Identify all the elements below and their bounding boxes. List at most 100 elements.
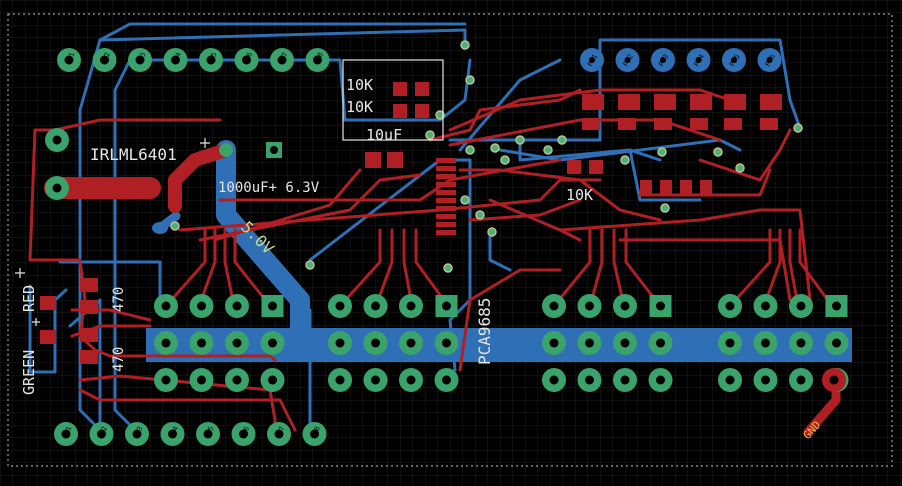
- header-pin: [824, 331, 849, 355]
- header-pin: 2: [89, 422, 114, 446]
- header-pin: [260, 368, 285, 392]
- header-pin-label: 8: [313, 425, 322, 432]
- header-pin: 6: [234, 48, 259, 72]
- silkscreen-outlines: [15, 59, 444, 326]
- header-pin: [718, 331, 742, 355]
- header-pin: [718, 294, 742, 318]
- led-green-label: GREEN: [20, 350, 38, 395]
- header-pin: [328, 331, 352, 355]
- res-mid-label: 10K: [566, 186, 593, 204]
- servo-fanout: [164, 228, 834, 308]
- ps-pad: PS2: [615, 48, 640, 72]
- header-pin: [753, 331, 778, 355]
- header-pin-label: 5: [207, 425, 216, 432]
- led-red-label: RED: [20, 285, 38, 312]
- cap-pad: [152, 222, 168, 234]
- res-470b-label: 470: [111, 347, 127, 372]
- header-pin: [225, 368, 249, 392]
- header-pin: [542, 331, 566, 355]
- chip-label: PCA9685: [475, 298, 494, 365]
- header-pin: [189, 294, 214, 318]
- header-pin-square: [261, 295, 284, 317]
- header-pin-square: [649, 295, 672, 317]
- header-pin: [434, 331, 459, 355]
- header-pin: [154, 368, 178, 392]
- header-pin: 3: [128, 48, 152, 72]
- header-pin: [363, 294, 388, 318]
- header-pin-label: 7: [278, 425, 287, 432]
- header-pin: [542, 294, 566, 318]
- header-pin: [613, 294, 637, 318]
- pca9685-pins: [436, 158, 456, 235]
- header-pin: [542, 368, 566, 392]
- header-pin-label: 1: [68, 51, 77, 58]
- header-pin: [363, 331, 388, 355]
- header-pin: 4: [160, 422, 185, 446]
- header-pin: 7: [267, 422, 291, 446]
- header-pin: [789, 368, 813, 392]
- ps-pad: PS3: [651, 48, 675, 72]
- header-pin: [225, 331, 249, 355]
- header-pin-label: 5: [210, 51, 219, 58]
- header-pin: [154, 294, 178, 318]
- ps-pad: PS5: [722, 48, 746, 72]
- header-pin-label: 3: [136, 425, 145, 432]
- header-pin: [753, 368, 778, 392]
- header-pin: 5: [196, 422, 220, 446]
- ps-pad: PS1: [580, 48, 604, 72]
- header-pin: [577, 294, 602, 318]
- header-pin: 4: [163, 48, 188, 72]
- vias: [170, 40, 803, 273]
- header-pin: 7: [270, 48, 294, 72]
- header-pin: [613, 368, 637, 392]
- header-pin: 8: [305, 48, 330, 72]
- header-pin-label: 6: [245, 51, 254, 58]
- board-outline: [7, 13, 893, 467]
- ps-pad: PS6: [757, 48, 782, 72]
- irlml-label: IRLML6401: [90, 145, 177, 164]
- header-pin: [789, 294, 813, 318]
- ps-pad-row: PS1 PS2 PS3 PS4 PS5 PS6: [580, 48, 782, 72]
- header-pin: [363, 368, 388, 392]
- res-top2-label: 10K: [346, 98, 373, 116]
- header-pin: [613, 331, 637, 355]
- tht-headers: 1 2 3 4 5 6 7 8 1 2 3 4 5 6 7 8: [45, 48, 849, 446]
- header-pin: [328, 368, 352, 392]
- header-pin: [189, 368, 214, 392]
- header-pin: [789, 331, 813, 355]
- header-pin-label: 2: [103, 51, 112, 58]
- ps-pad: PS4: [686, 48, 711, 72]
- header-pin: [45, 128, 69, 152]
- header-pin: [225, 294, 249, 318]
- header-pin: [399, 294, 423, 318]
- header-pin-label: 3: [139, 51, 148, 58]
- header-pin-label: 7: [281, 51, 290, 58]
- header-pin: [577, 331, 602, 355]
- header-pin: 1: [54, 422, 78, 446]
- header-pin-label: 4: [171, 425, 180, 432]
- header-pin: [260, 331, 285, 355]
- header-pin: 3: [125, 422, 149, 446]
- header-pin: [434, 368, 459, 392]
- header-pin: [328, 294, 352, 318]
- header-pin: 5: [199, 48, 223, 72]
- header-pin-label: 1: [65, 425, 74, 432]
- header-pin: [648, 368, 673, 392]
- header-pin-label: 8: [316, 51, 325, 58]
- header-pin-label: 2: [100, 425, 109, 432]
- header-pin: [189, 331, 214, 355]
- header-pin-label: 4: [174, 51, 183, 58]
- cap-small-label: 10uF: [366, 126, 402, 144]
- header-pin: [399, 331, 423, 355]
- header-pin: 1: [57, 48, 81, 72]
- res-470a-label: 470: [111, 287, 127, 312]
- cap-big-label: 1000uF+ 6.3V: [218, 180, 320, 196]
- smd-pads: [40, 82, 782, 364]
- header-pin: [154, 331, 178, 355]
- header-pin-square: [435, 295, 458, 317]
- header-pin-label: 6: [242, 425, 251, 432]
- header-pin: [577, 368, 602, 392]
- header-pin: [718, 368, 742, 392]
- header-pin-square: [825, 295, 848, 317]
